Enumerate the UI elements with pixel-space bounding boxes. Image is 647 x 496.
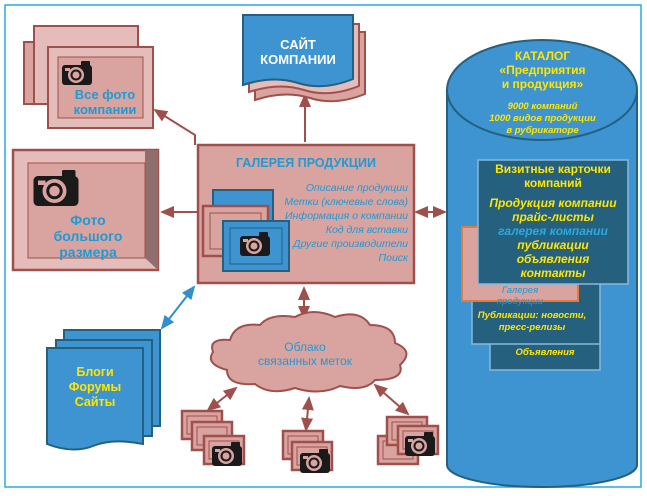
ads-card-label: Объявления [515,347,575,358]
card-item: прайс-листы [512,210,594,224]
outer-frame [4,4,642,488]
gallery-item[interactable]: Описание продукции [305,182,408,194]
gallery-item[interactable]: Код для вставки [325,224,408,236]
company-site-pages [242,14,366,103]
business-cards-items: Продукция компании прайс-листы галерея к… [478,196,628,280]
publications-card-label: Публикации: новости,пресс-релизы [477,310,587,333]
card-item: галерея компании [498,224,608,238]
cloud-shape [209,311,408,393]
gallery-item[interactable]: Поиск [378,252,409,264]
photo-stack-right [376,415,440,466]
gallery-title: ГАЛЕРЕЯ ПРОДУКЦИИ [236,156,376,170]
gallery-item[interactable]: Информация о компании [285,210,408,222]
card-item: контакты [520,266,586,280]
all-photos-stack [23,25,154,129]
card-item: публикации [517,238,589,252]
photo-stack-center [281,429,334,473]
card-item: объявления [516,252,590,266]
gallery-box [196,143,416,285]
card-item: Продукция компании [489,196,617,210]
gallery-items: Описание продукции Метки (ключевые слова… [270,181,408,265]
gallery-item[interactable]: Метки (ключевые слова) [284,196,408,208]
big-photo-frame [11,148,160,272]
photo-stack-left [180,409,246,466]
gallery-item[interactable]: Другие производители [293,238,408,250]
blogs-pages [46,329,161,451]
catalog-cylinder [446,39,638,488]
